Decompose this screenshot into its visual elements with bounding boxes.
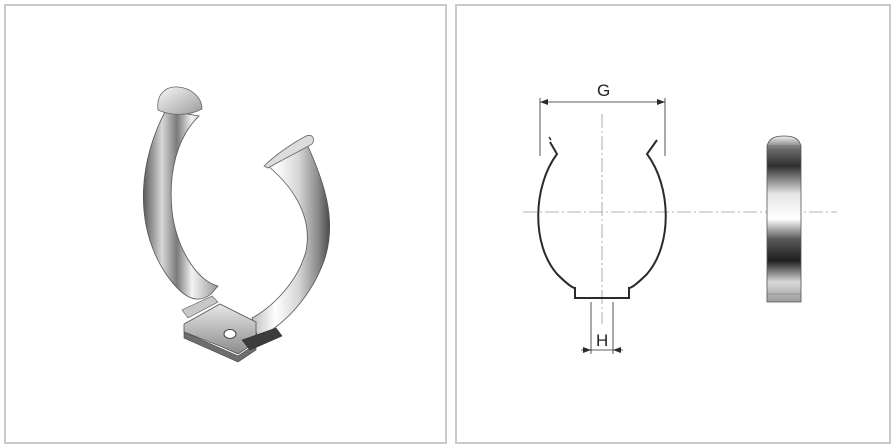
clip-side-view xyxy=(766,135,802,303)
base-plate xyxy=(183,303,257,355)
clip-profile-outline xyxy=(537,139,667,299)
clip-technical-drawing-panel: G H xyxy=(455,4,891,444)
left-tip-mark xyxy=(548,136,552,141)
dimension-g-label: G xyxy=(597,81,610,100)
mounting-hole xyxy=(223,329,237,339)
left-arm xyxy=(143,109,219,300)
rear-flange xyxy=(241,327,283,351)
dimension-g: G xyxy=(539,81,666,156)
dimension-h: H xyxy=(581,302,623,354)
clip-3d-view-panel xyxy=(4,4,447,444)
left-top-tab xyxy=(157,86,203,115)
right-top-lip xyxy=(263,135,314,169)
base-side xyxy=(183,331,257,363)
technical-drawing: G H xyxy=(523,81,837,354)
right-arm xyxy=(251,141,331,339)
clip-3d-illustration xyxy=(143,86,331,363)
front-flange xyxy=(181,295,219,319)
dimension-h-label: H xyxy=(596,331,608,350)
